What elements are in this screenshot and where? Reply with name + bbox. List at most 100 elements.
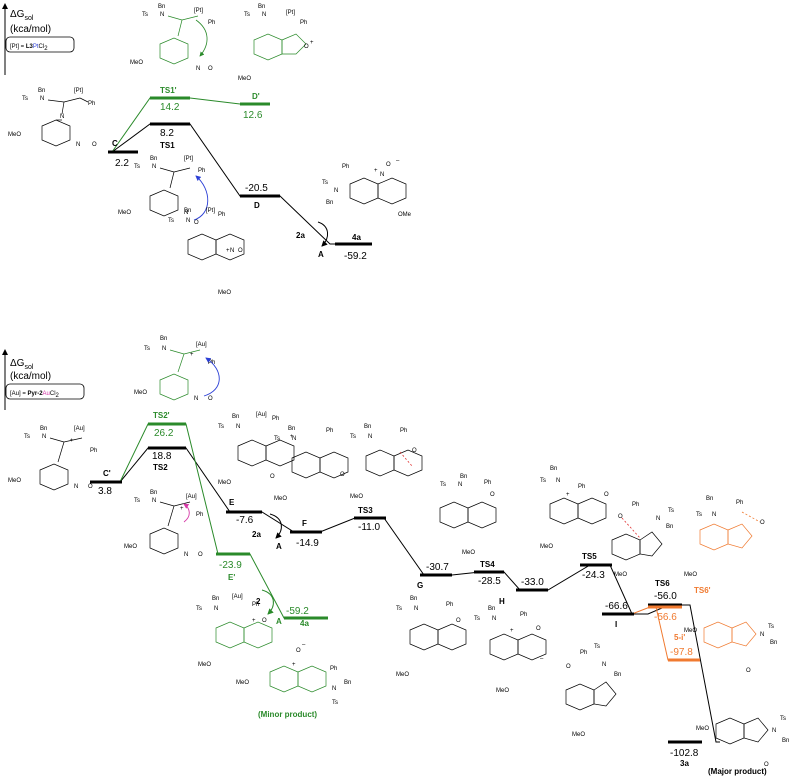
svg-text:N: N [772, 728, 776, 734]
svg-text:N: N [162, 346, 166, 352]
svg-text:O: O [194, 220, 199, 226]
structure-TS2: Bn Ts N [Au] + Ph N O MeO [124, 490, 203, 558]
top-arrow [317, 221, 328, 247]
minor-product-label: (Minor product) [258, 710, 317, 719]
svg-text:Ts: Ts [144, 346, 150, 352]
svg-text:Bn: Bn [364, 424, 371, 430]
svg-text:MeO: MeO [198, 662, 211, 668]
svg-text:N: N [556, 478, 560, 484]
structure-TS4: Bn Ts N Ph O MeO [439, 474, 497, 556]
structure-F: Bn Ts N Ph O MeO [274, 426, 349, 502]
svg-text:O: O [456, 618, 461, 624]
label-E: E [229, 498, 235, 507]
svg-text:+: + [180, 506, 184, 512]
svg-text:O: O [604, 492, 609, 498]
label-4a-bottom: 4a [300, 619, 309, 628]
svg-text:Ph: Ph [218, 212, 225, 218]
svg-text:O: O [208, 66, 213, 72]
svg-text:Ts: Ts [768, 624, 774, 630]
svg-text:O: O [764, 762, 769, 768]
svg-text:O: O [746, 668, 751, 674]
svg-text:Ph: Ph [208, 20, 215, 26]
svg-text:Bn: Bn [666, 524, 673, 530]
value-TS1p: 14.2 [160, 102, 180, 113]
svg-text:O: O [262, 618, 267, 624]
svg-text:Bn: Bn [158, 4, 165, 10]
structure-TS3: Bn Ts N Ph O MeO [350, 424, 423, 500]
svg-text:Ts: Ts [274, 436, 280, 442]
svg-text:MeO: MeO [274, 496, 287, 502]
svg-text:Ts: Ts [474, 616, 480, 622]
top-arrow-label: A [318, 250, 324, 259]
svg-text:+: + [70, 438, 74, 444]
svg-text:Bn: Bn [38, 88, 45, 94]
structure-H: Bn Ts N Ph + O – MeO [474, 606, 547, 694]
structure-5i: MeO N Ts Bn O [684, 621, 777, 674]
svg-text:O: O [536, 626, 541, 632]
value-TS6p: -56.6 [654, 612, 677, 623]
svg-text:N: N [262, 12, 266, 18]
svg-text:O: O [238, 248, 243, 254]
svg-text:O: O [88, 484, 93, 490]
svg-text:Ph: Ph [446, 602, 453, 608]
svg-text:Ph: Ph [578, 484, 585, 490]
structure-TS5: Bn Ts N Ph + O MeO [540, 466, 609, 550]
value-TS2p: 26.2 [154, 428, 174, 439]
label-TS1: TS1 [160, 141, 175, 150]
svg-text:Bn: Bn [184, 208, 191, 214]
svg-text:N: N [184, 210, 188, 216]
value-4a-bottom: -59.2 [286, 606, 309, 617]
structure-Ep: Bn Ts N [Au] Ph + O MeO [196, 594, 273, 668]
svg-text:MeO: MeO [134, 390, 147, 396]
svg-text:MeO: MeO [396, 672, 409, 678]
svg-text:MeO: MeO [350, 494, 363, 500]
label-3a: 3a [680, 759, 689, 768]
label-G-text: G [417, 581, 423, 590]
structure-E: Bn Ts N [Au] Ph + O MeO [218, 412, 295, 486]
svg-text:MeO: MeO [124, 544, 137, 550]
value-I: -66.6 [605, 601, 628, 612]
svg-text:Bn: Bn [550, 466, 557, 472]
structure-C: Bn Ts N [Pt] Ph N N O MeO [8, 88, 97, 148]
label-TS6: TS6 [655, 579, 670, 588]
svg-text:O: O [760, 520, 765, 526]
svg-text:MeO: MeO [462, 550, 475, 556]
label-TS6p: TS6' [694, 586, 711, 595]
svg-text:N: N [602, 662, 606, 668]
svg-text:Ts: Ts [168, 218, 174, 224]
value-TS2: 18.8 [152, 451, 172, 462]
value-TS6: -56.0 [654, 591, 677, 602]
svg-text:[Au]: [Au] [256, 412, 267, 418]
label-Dp: D' [252, 92, 260, 101]
svg-text:Ph: Ph [520, 612, 527, 618]
label-D: D [254, 201, 260, 210]
svg-text:O: O [412, 448, 417, 454]
svg-text:–: – [540, 656, 544, 662]
label-I: I [615, 620, 617, 629]
svg-text:Ts: Ts [332, 700, 338, 706]
svg-text:+: + [226, 248, 230, 254]
svg-text:[Pt]: [Pt] [206, 208, 215, 214]
svg-text:Bn: Bn [160, 336, 167, 342]
svg-text:MeO: MeO [540, 544, 553, 550]
svg-text:Bn: Bn [258, 4, 265, 10]
svg-text:Ts: Ts [696, 512, 702, 518]
svg-text:O: O [386, 162, 391, 168]
svg-text:Ph: Ph [736, 500, 743, 506]
bottom-arrow-label-1: A [276, 542, 282, 551]
svg-text:Ph: Ph [300, 20, 307, 26]
svg-text:[Au]: [Au] [186, 494, 197, 500]
label-TS5: TS5 [582, 552, 597, 561]
svg-text:N: N [76, 142, 80, 148]
svg-text:Bn: Bn [150, 490, 157, 496]
svg-text:Ph: Ph [330, 666, 337, 672]
svg-text:MeO: MeO [696, 726, 709, 732]
value-H: -33.0 [521, 577, 544, 588]
svg-text:Ph: Ph [252, 602, 259, 608]
svg-text:Bn: Bn [706, 496, 713, 502]
structure-I: Ph Ts N Bn O MeO [565, 644, 621, 738]
svg-text:[Pt]: [Pt] [286, 10, 295, 16]
svg-text:–: – [396, 158, 400, 164]
svg-text:OMe: OMe [398, 212, 412, 218]
top-black-path [111, 123, 370, 245]
